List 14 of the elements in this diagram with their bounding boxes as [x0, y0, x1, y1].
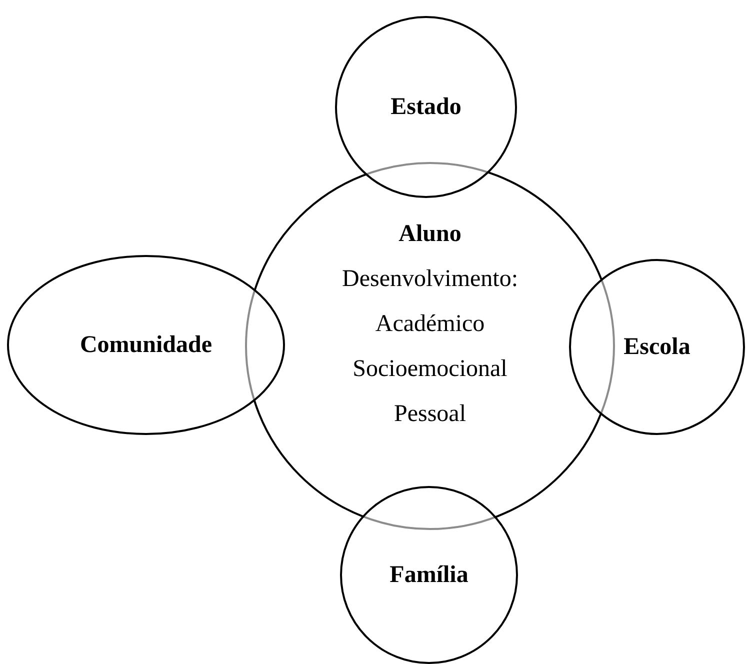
node-title: Aluno	[398, 220, 462, 248]
actor-circle	[569, 259, 745, 435]
node-title: Família	[390, 560, 468, 590]
node-title: Comunidade	[80, 330, 212, 360]
student-circle	[245, 162, 615, 530]
actor-circle	[335, 16, 517, 198]
node-text: Académico	[375, 310, 485, 338]
actor-circle	[340, 486, 518, 664]
node-text: Socioemocional	[352, 354, 508, 384]
node-text: Desenvolvimento:	[342, 264, 518, 294]
node-title: Escola	[624, 332, 690, 362]
node-text: Pessoal	[394, 400, 466, 428]
actor-ellipse	[7, 255, 285, 435]
node-title: Estado	[390, 92, 462, 122]
